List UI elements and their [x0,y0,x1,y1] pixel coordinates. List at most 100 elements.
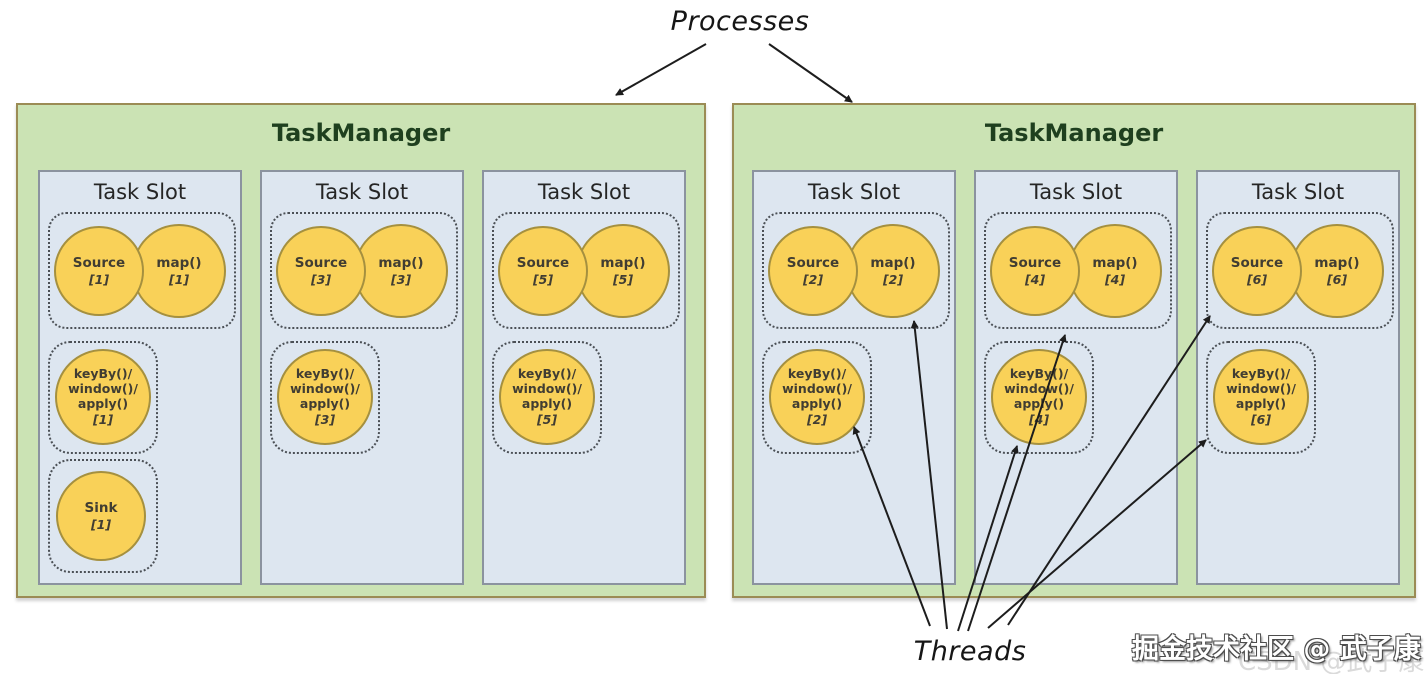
threads-label: Threads [913,636,1027,667]
operator-name: map() [1092,255,1138,272]
operator-name: apply() [1013,395,1065,411]
operator-group-keyby [48,341,158,454]
operator-name: map() [870,255,916,272]
task-slot-2-3: Task Slot Source [6] map() [6] keyBy()/ … [1196,170,1400,585]
operator-index: [4] [1024,271,1046,287]
operator-group-keyby [762,341,872,454]
operator-index: [3] [314,411,336,427]
task-slot-title: Task Slot [93,180,187,204]
operator-name: window()/ [1226,381,1296,397]
operator-name: map() [600,255,646,272]
operator-name: Source [1008,255,1062,272]
operator-name: window()/ [782,381,852,397]
map-operator: map() [4] [1068,224,1162,318]
operator-name: Sink [84,500,118,517]
operator-name: window()/ [290,381,360,397]
source-operator: Source [5] [498,226,588,316]
operator-name: keyBy()/ [1009,366,1069,382]
task-slot-1-1: Task Slot Source [1] map() [1] keyBy()/ … [38,170,242,585]
operator-name: window()/ [68,381,138,397]
watermark-main: 掘金技术社区 @ 武子康 [1132,634,1421,665]
task-slot-title: Task Slot [315,180,409,204]
operator-name: window()/ [512,381,582,397]
keyby-operator: keyBy()/ window()/ apply() [4] [991,349,1087,445]
operator-name: keyBy()/ [295,366,355,382]
operator-index: [1] [168,271,190,287]
operator-index: [2] [882,271,904,287]
operator-index: [1] [88,271,110,287]
operator-index: [5] [612,271,634,287]
operator-index: [4] [1028,411,1050,427]
operator-group-source-map [48,212,236,329]
operator-index: [1] [90,516,112,532]
operator-name: window()/ [1004,381,1074,397]
operator-group-keyby [492,341,602,454]
taskmanager-2-title: TaskManager [984,119,1164,147]
task-slot-1-3: Task Slot Source [5] map() [5] keyBy()/ … [482,170,686,585]
operator-name: Source [294,255,348,272]
keyby-operator: keyBy()/ window()/ apply() [2] [769,349,865,445]
operator-name: Source [72,255,126,272]
keyby-operator: keyBy()/ window()/ apply() [3] [277,349,373,445]
keyby-operator: keyBy()/ window()/ apply() [1] [55,349,151,445]
operator-index: [1] [92,411,114,427]
source-operator: Source [1] [54,226,144,316]
operator-index: [4] [1104,271,1126,287]
map-operator: map() [3] [354,224,448,318]
operator-name: apply() [1235,395,1287,411]
operator-name: keyBy()/ [73,366,133,382]
keyby-operator: keyBy()/ window()/ apply() [5] [499,349,595,445]
operator-index: [2] [802,271,824,287]
processes-label: Processes [670,6,810,37]
operator-name: map() [1314,255,1360,272]
operator-name: Source [786,255,840,272]
task-slot-title: Task Slot [1251,180,1345,204]
source-operator: Source [6] [1212,226,1302,316]
task-slot-1-2: Task Slot Source [3] map() [3] keyBy()/ … [260,170,464,585]
task-slot-2-1: Task Slot Source [2] map() [2] keyBy()/ … [752,170,956,585]
operator-group-sink [48,459,158,573]
operator-index: [5] [536,411,558,427]
operator-index: [5] [532,271,554,287]
operator-group-keyby [270,341,380,454]
operator-name: apply() [299,395,351,411]
processes-arrow-right [768,43,853,103]
taskmanager-1-title: TaskManager [271,119,451,147]
operator-group-source-map [270,212,458,329]
operator-group-source-map [1206,212,1394,329]
taskmanager-1: TaskManager Task Slot Source [1] map() [… [16,103,706,598]
operator-name: apply() [77,395,129,411]
operator-index: [2] [806,411,828,427]
operator-name: keyBy()/ [1231,366,1291,382]
operator-index: [6] [1250,411,1272,427]
operator-index: [6] [1246,271,1268,287]
source-operator: Source [4] [990,226,1080,316]
map-operator: map() [2] [846,224,940,318]
task-slot-title: Task Slot [537,180,631,204]
operator-index: [6] [1326,271,1348,287]
operator-name: apply() [521,395,573,411]
task-slot-title: Task Slot [1029,180,1123,204]
operator-group-source-map [492,212,680,329]
map-operator: map() [5] [576,224,670,318]
sink-operator: Sink [1] [56,471,146,561]
source-operator: Source [3] [276,226,366,316]
operator-name: keyBy()/ [517,366,577,382]
task-slot-2-2: Task Slot Source [4] map() [4] keyBy()/ … [974,170,1178,585]
operator-index: [3] [390,271,412,287]
map-operator: map() [6] [1290,224,1384,318]
operator-name: keyBy()/ [787,366,847,382]
map-operator: map() [1] [132,224,226,318]
taskmanager-2: TaskManager Task Slot Source [2] map() [… [732,103,1416,598]
source-operator: Source [2] [768,226,858,316]
operator-name: Source [1230,255,1284,272]
operator-name: map() [378,255,424,272]
operator-name: map() [156,255,202,272]
task-slot-title: Task Slot [807,180,901,204]
watermark-ghost: CSDN @武子康 [1238,647,1425,674]
operator-group-source-map [762,212,950,329]
keyby-operator: keyBy()/ window()/ apply() [6] [1213,349,1309,445]
processes-arrow-left [615,43,707,96]
operator-name: Source [516,255,570,272]
